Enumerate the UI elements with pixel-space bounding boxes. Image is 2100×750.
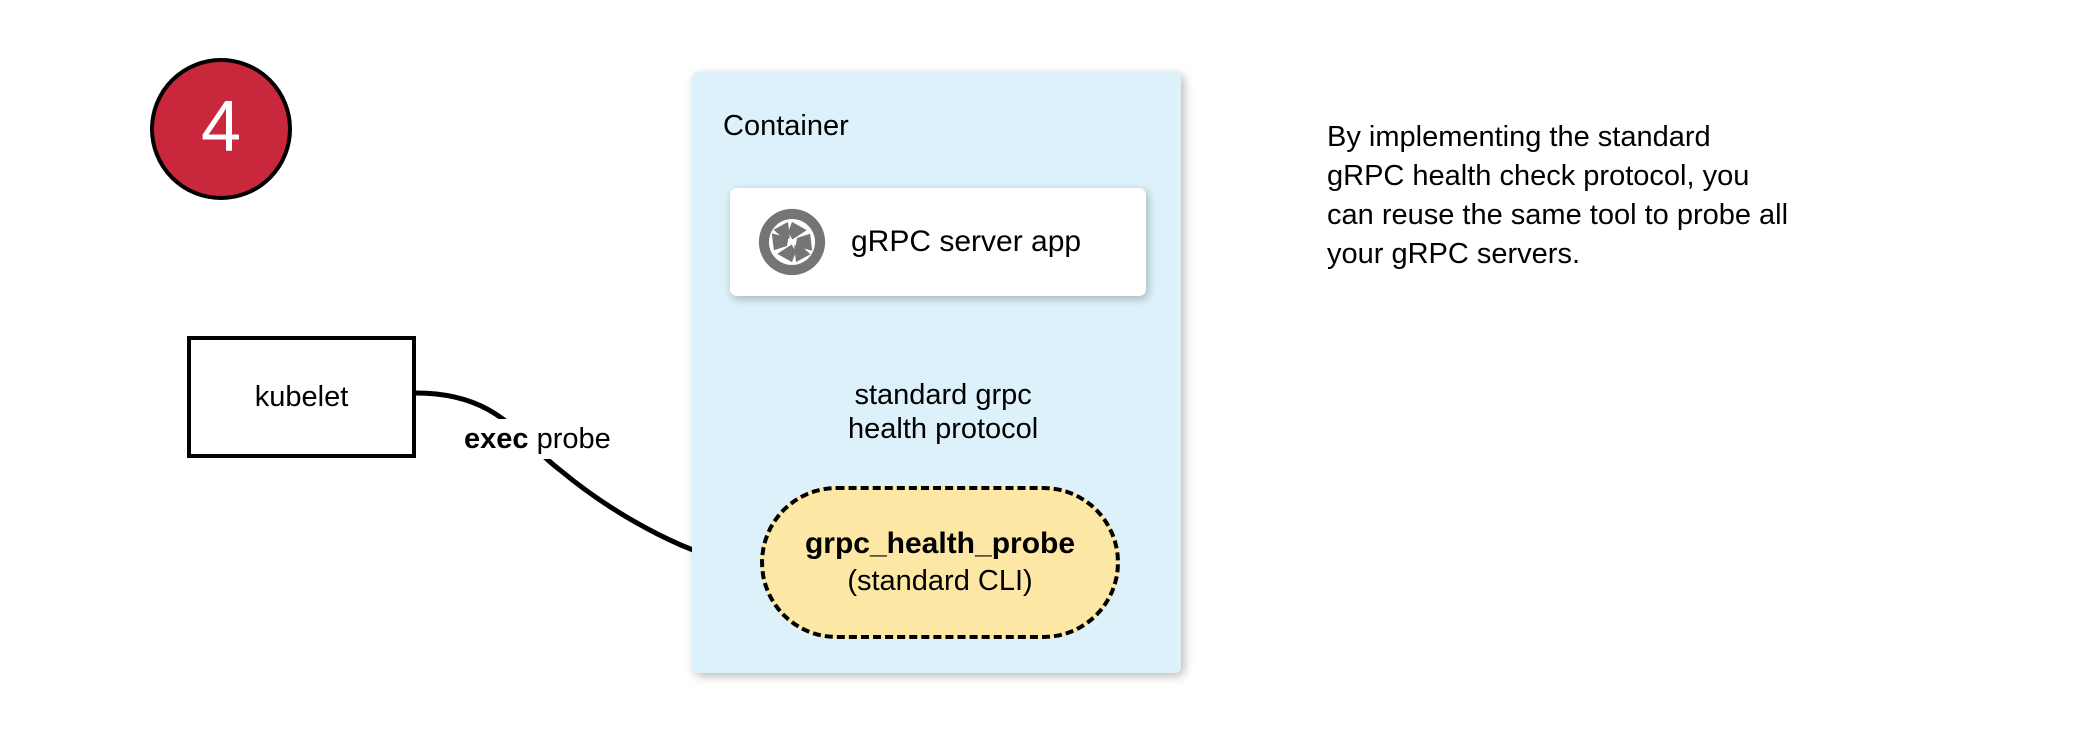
step-badge: 4 (150, 58, 292, 200)
exec-probe-label-rest: probe (528, 423, 611, 455)
health-protocol-label-line-1: standard grpc (854, 379, 1032, 411)
exec-probe-label: exec probe (458, 419, 617, 460)
kubelet-node: kubelet (187, 336, 416, 458)
caption-line-3: can reuse the same tool to probe all (1327, 199, 1789, 231)
grpc-server-app-label: gRPC server app (851, 225, 1082, 258)
caption-line-4: your gRPC servers. (1327, 238, 1581, 270)
caption-line-2: gRPC health check protocol, you (1327, 160, 1750, 192)
health-protocol-label: standard grpc health protocol (841, 376, 1046, 449)
caption-line-1: By implementing the standard (1327, 121, 1711, 153)
health-protocol-label-line-2: health protocol (848, 413, 1039, 446)
grpc-health-probe-name: grpc_health_probe (804, 527, 1076, 561)
grpc-health-probe-subtitle: (standard CLI) (847, 565, 1033, 598)
grpc-aperture-icon (758, 208, 826, 276)
kubelet-label: kubelet (254, 380, 349, 413)
grpc-server-app-card: gRPC server app (730, 188, 1146, 296)
step-badge-number: 4 (200, 87, 242, 167)
container-title: Container (723, 110, 849, 142)
caption-text: By implementing the standard gRPC health… (1327, 118, 1907, 274)
grpc-health-probe-node: grpc_health_probe (standard CLI) (760, 486, 1120, 639)
exec-probe-label-bold: exec (464, 423, 529, 455)
